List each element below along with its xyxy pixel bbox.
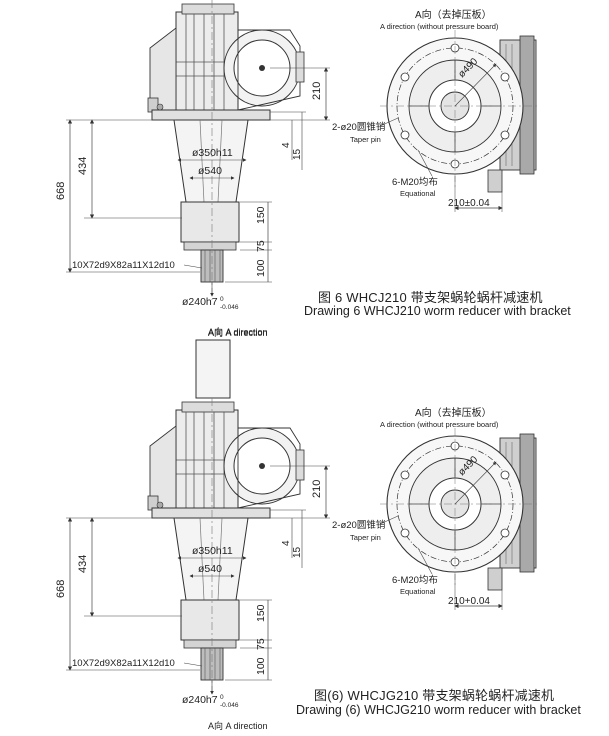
dim-210-vertical: 210	[311, 82, 323, 100]
dim-150: 150	[255, 604, 267, 622]
drawing-2: 668 434 210 4 15 150 75 100 ø350h11 ø540…	[55, 339, 540, 731]
bore-350-label: ø350h11	[192, 147, 233, 159]
drawing-1: 668 434 210 4 15 150 75 100 ø350h11 ø540…	[55, 0, 540, 337]
spline-label: 10X72d9X82a11X12d10	[72, 658, 175, 669]
taper-pin-label-en: Taper pin	[350, 135, 381, 144]
tol-lower: -0.046	[220, 304, 239, 311]
shaft-240-label: ø240h7	[182, 694, 218, 706]
dim-4: 4	[281, 142, 292, 148]
dim-210-vertical: 210	[311, 480, 323, 498]
dim-75: 75	[255, 638, 267, 650]
flange-540-label: ø540	[198, 165, 222, 177]
a-view-title-en: A direction (without pressure board)	[380, 22, 499, 31]
taper-pin-label: 2-ø20圆锥销	[332, 519, 386, 531]
spline-label: 10X72d9X82a11X12d10	[72, 260, 175, 271]
flange-540-label: ø540	[198, 563, 222, 575]
caption-1-cn: 图 6 WHCJ210 带支架蜗轮蜗杆减速机	[318, 290, 543, 305]
a-view-title-en: A direction (without pressure board)	[380, 420, 499, 429]
dim-668: 668	[55, 182, 67, 200]
tol-upper: 0	[220, 296, 224, 303]
tol-lower: -0.046	[220, 702, 239, 709]
bolts-label: 6-M20均布	[392, 574, 438, 586]
dim-434: 434	[77, 157, 89, 175]
caption-1-en: Drawing 6 WHCJ210 worm reducer with brac…	[304, 304, 571, 318]
dim-100: 100	[255, 657, 267, 675]
dim-100: 100	[255, 259, 267, 277]
a-direction-label: A向 A direction	[208, 326, 268, 337]
bore-350-label: ø350h11	[192, 545, 233, 557]
bolts-label: 6-M20均布	[392, 176, 438, 188]
caption-2-cn: 图(6) WHCJG210 带支架蜗轮蜗杆减速机	[314, 688, 555, 703]
a-direction-top-2: A向 A direction	[208, 327, 268, 338]
a-direction-label: A向 A direction	[208, 720, 268, 731]
input-shaft	[195, 339, 231, 399]
shaft-240-label: ø240h7	[182, 296, 218, 308]
dim-15: 15	[292, 546, 303, 558]
dim-668: 668	[55, 580, 67, 598]
dim-434: 434	[77, 555, 89, 573]
a-view-title: A向（去掉压板）	[415, 406, 492, 419]
bolts-label-en: Equational	[400, 189, 436, 198]
taper-pin-label-en: Taper pin	[350, 533, 381, 542]
caption-2-en: Drawing (6) WHCJG210 worm reducer with b…	[296, 703, 581, 717]
dim-15: 15	[292, 148, 303, 160]
a-view-title: A向（去掉压板）	[415, 8, 492, 21]
bolts-label-en: Equational	[400, 587, 436, 596]
dim-210-horizontal: 210+0.04	[448, 596, 490, 607]
dim-210-horizontal: 210±0.04	[448, 198, 490, 209]
tol-upper: 0	[220, 694, 224, 701]
taper-pin-label: 2-ø20圆锥销	[332, 121, 386, 133]
dim-150: 150	[255, 206, 267, 224]
dim-75: 75	[255, 240, 267, 252]
dim-4: 4	[281, 540, 292, 546]
